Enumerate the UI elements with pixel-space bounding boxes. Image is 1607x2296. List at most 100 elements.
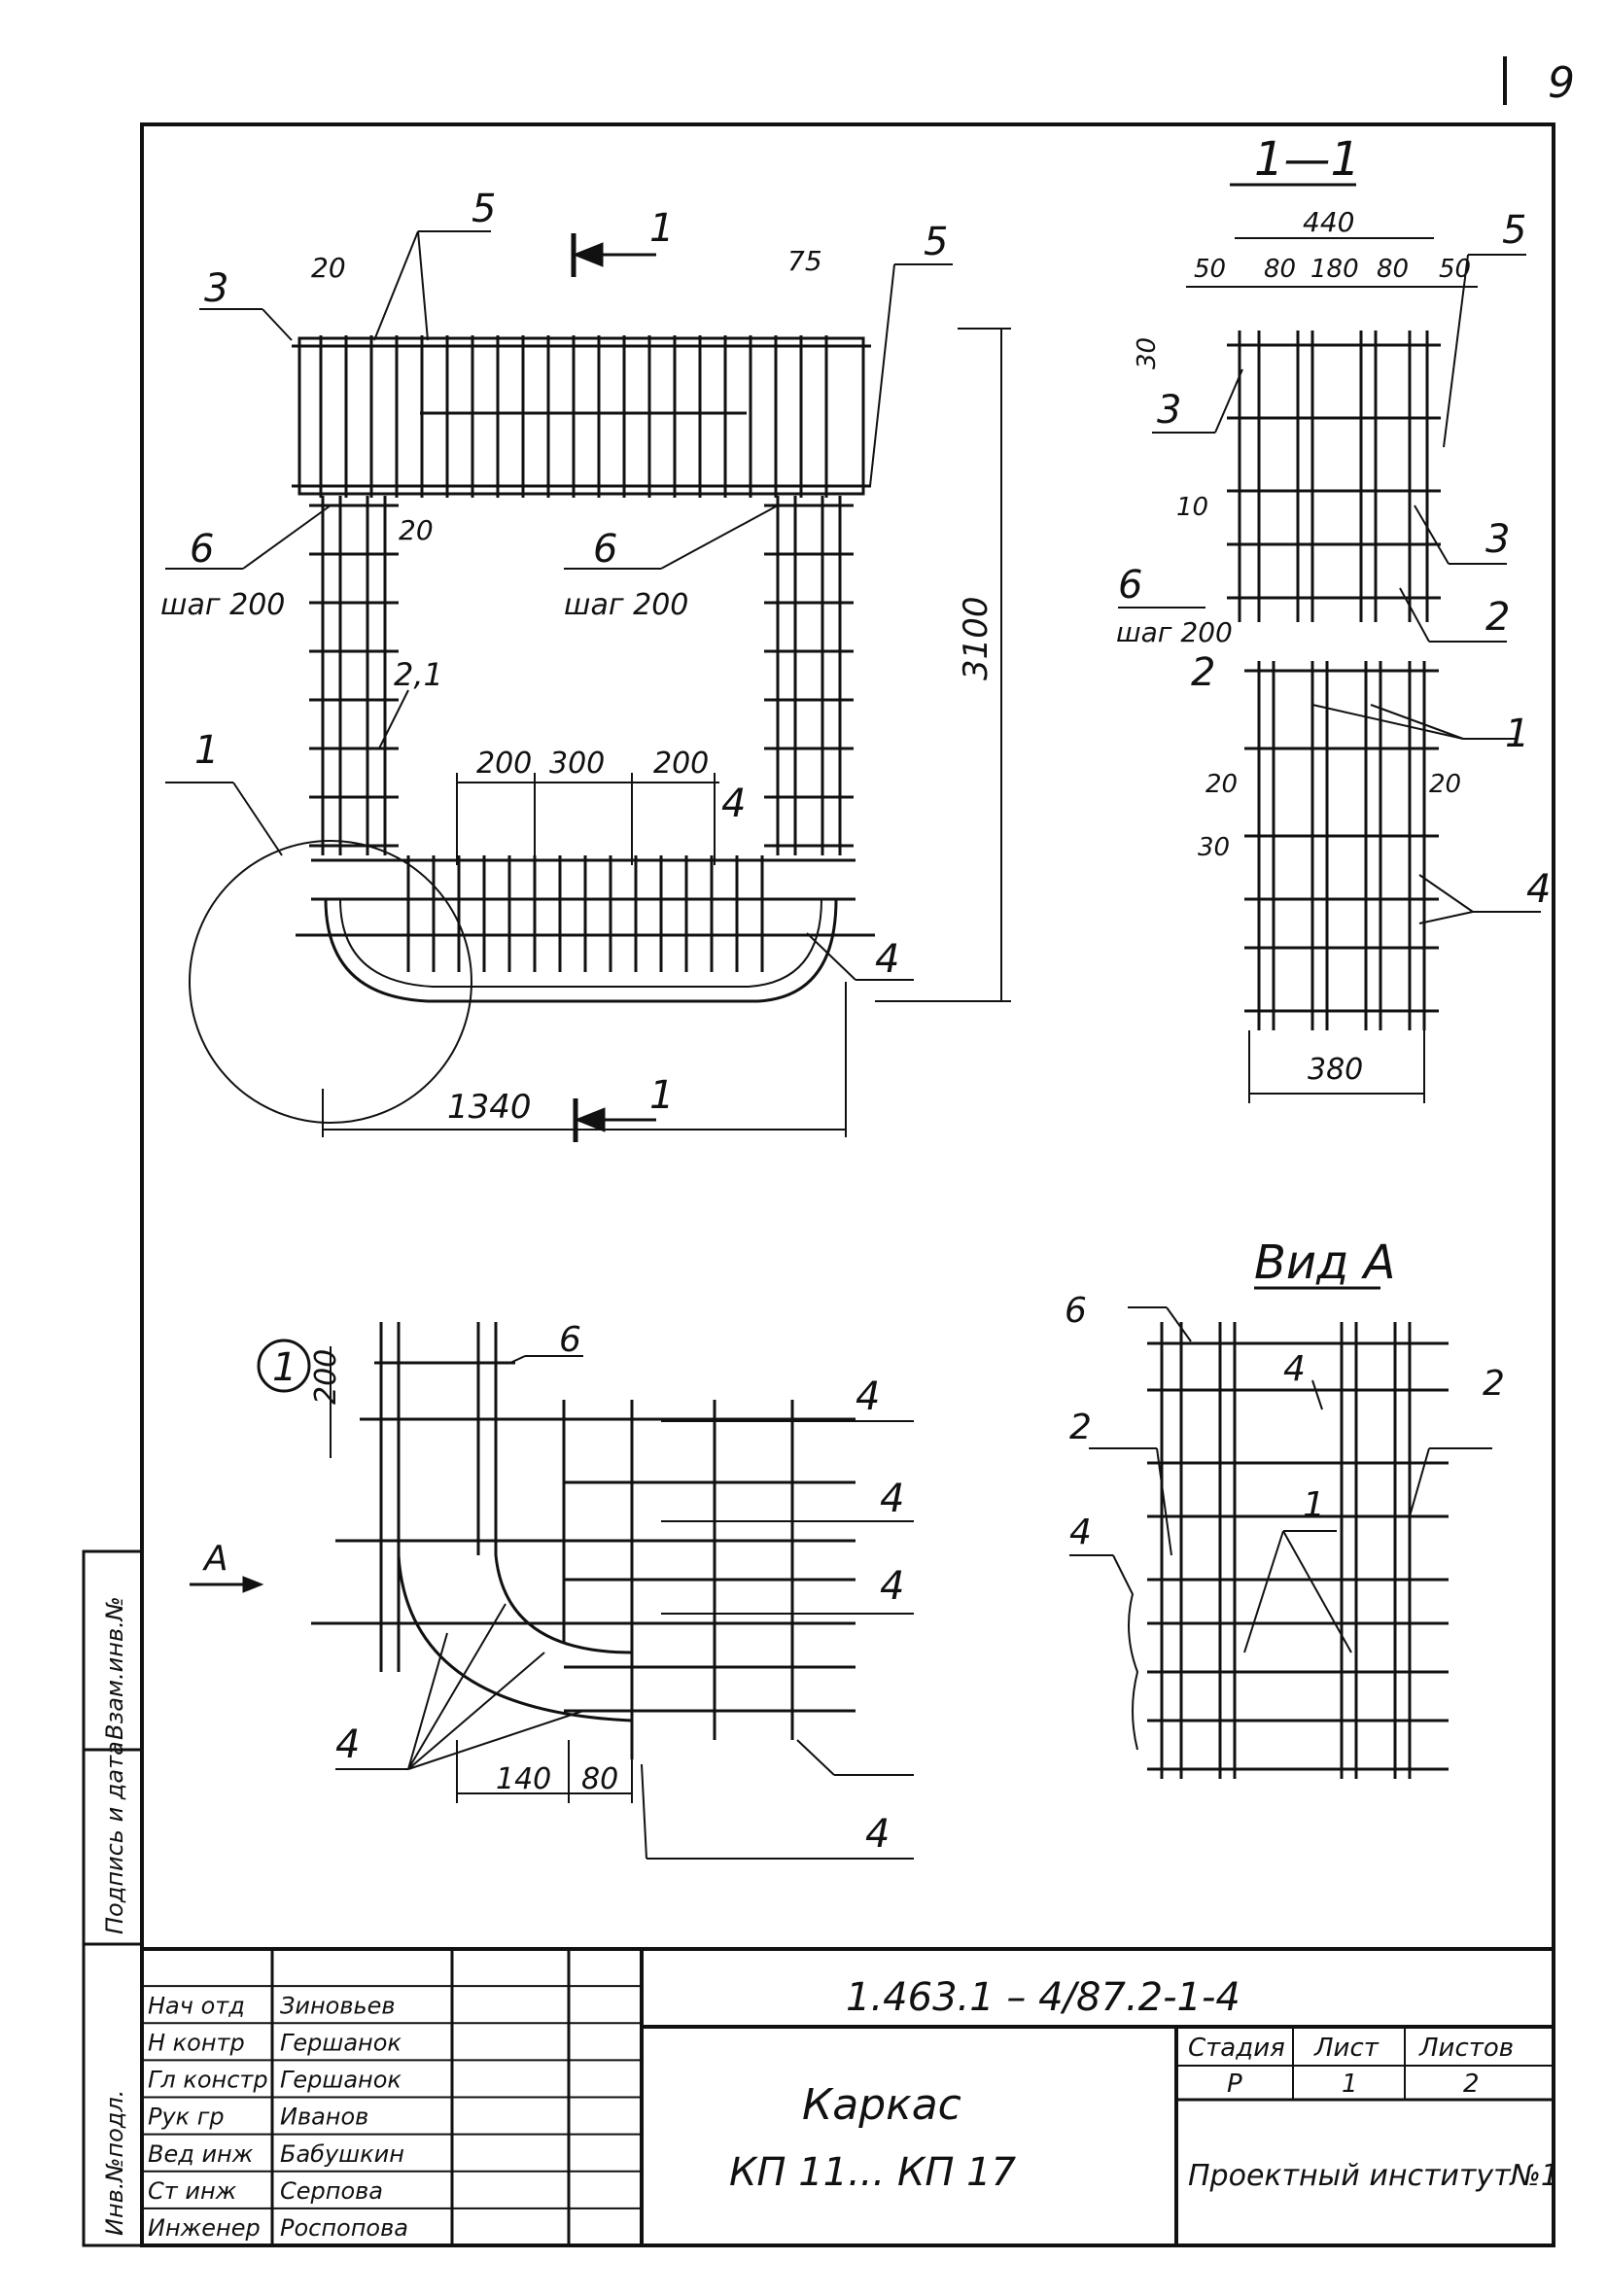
dim-30b: 30	[1198, 833, 1230, 862]
strip-replacement-inv: Взам.инв.№	[101, 1596, 128, 1740]
signature-role: Нач отд	[148, 1992, 245, 2019]
detail-label-4d: 4	[335, 1722, 360, 1767]
left-strip: Инв.№подл. Подпись и дата Взам.инв.№	[82, 1549, 144, 2247]
label-6a: 6	[190, 527, 214, 572]
step-b: шаг 200	[564, 588, 688, 622]
section-view	[1118, 183, 1541, 1103]
view-a-labels: Вид А 6 4 4 2 2 1	[1065, 1235, 1505, 1552]
signature-role: Вед инж	[148, 2140, 254, 2168]
sec-label-6: 6	[1118, 563, 1142, 608]
drawing-code: 1.463.1 – 4/87.2-1-4	[846, 1975, 1240, 2020]
view-a	[1069, 1286, 1492, 1779]
strip-inv-no: Инв.№подл.	[101, 2090, 128, 2236]
sec-step: шаг 200	[1116, 616, 1233, 648]
detail-label-4b: 4	[880, 1477, 904, 1521]
label-4a: 4	[721, 782, 746, 826]
main-view	[165, 230, 1011, 1142]
dim-180: 180	[1310, 255, 1359, 284]
arrow-a: А	[202, 1539, 228, 1579]
dim-20b-sec: 20	[1429, 770, 1461, 799]
signature-name: Гершанок	[280, 2029, 402, 2056]
label-1: 1	[194, 728, 219, 773]
stage-value: Р	[1227, 2070, 1242, 2099]
label-4b: 4	[875, 937, 899, 982]
title-line1: Каркас	[802, 2080, 961, 2130]
section-title: 1—1	[1254, 132, 1360, 187]
dim-50b: 50	[1439, 255, 1471, 284]
viewa-label-2b: 2	[1483, 1364, 1505, 1404]
dim-200a: 200	[476, 747, 532, 781]
dim-300: 300	[549, 747, 605, 781]
section-mark-bottom: 1	[649, 1073, 674, 1118]
dim-30a: 30	[1133, 337, 1162, 369]
signature-role: Н контр	[148, 2029, 245, 2056]
section-view-labels: 1—1 440 50 80 180 80 50 30 10 20 20 30 3…	[1116, 132, 1551, 1087]
detail-dim-140: 140	[496, 1762, 551, 1796]
sheets-value: 2	[1463, 2070, 1480, 2099]
sheet-number: 9	[1548, 58, 1575, 108]
signature-name: Гершанок	[280, 2067, 402, 2094]
title-line2: КП 11... КП 17	[729, 2150, 1017, 2195]
sec-label-4: 4	[1526, 867, 1551, 912]
organization: Проектный институт№1	[1188, 2159, 1559, 2193]
dim-20a: 20	[311, 252, 346, 284]
section-mark-top: 1	[649, 206, 674, 251]
detail-label-4c: 4	[880, 1564, 904, 1609]
signature-role: Инженер	[148, 2214, 261, 2242]
detail-dim-200: 200	[309, 1349, 343, 1405]
dim-width: 1340	[447, 1088, 532, 1127]
title-block	[142, 1947, 1554, 2245]
sec-label-3b: 3	[1485, 517, 1510, 562]
label-5a: 5	[472, 187, 496, 231]
sec-label-2a: 2	[1485, 595, 1510, 640]
view-a-title: Вид А	[1254, 1235, 1395, 1290]
detail-label-4a: 4	[856, 1374, 880, 1419]
sec-label-3a: 3	[1157, 388, 1181, 433]
dim-20b: 20	[399, 514, 434, 546]
detail-label-4e: 4	[865, 1812, 890, 1857]
viewa-label-4b: 4	[1069, 1513, 1092, 1552]
viewa-label-2a: 2	[1069, 1408, 1092, 1447]
sec-label-1: 1	[1505, 712, 1529, 756]
detail-label-6: 6	[559, 1320, 581, 1360]
detail-view	[190, 1322, 914, 1860]
signature-name: Иванов	[280, 2104, 368, 2131]
label-6b: 6	[593, 527, 617, 572]
strip-signature-date: Подпись и дата	[101, 1741, 128, 1934]
viewa-label-4a: 4	[1283, 1349, 1306, 1389]
detail-view-labels: 1 А 200 140 80 6 4 4 4 4 4	[202, 1320, 904, 1857]
signature-name: Зиновьев	[280, 1992, 396, 2019]
step-a: шаг 200	[160, 588, 285, 622]
signature-name: Серпова	[280, 2177, 383, 2205]
signature-name: Бабушкин	[280, 2140, 404, 2168]
title-block-text: 1.463.1 – 4/87.2-1-4 Каркас КП 11... КП …	[148, 1975, 1559, 2242]
sheets-header: Листов	[1418, 2034, 1514, 2063]
dim-height: 3100	[957, 596, 996, 680]
label-2-1: 2,1	[394, 656, 443, 693]
signature-role: Рук гр	[148, 2104, 225, 2131]
dim-440: 440	[1303, 206, 1354, 238]
dim-75: 75	[787, 245, 822, 277]
detail-dim-80: 80	[581, 1762, 618, 1796]
dim-10: 10	[1176, 493, 1208, 522]
sheet-header: Лист	[1313, 2034, 1380, 2063]
sec-label-5: 5	[1502, 208, 1526, 253]
dim-50a: 50	[1194, 255, 1226, 284]
stage-header: Стадия	[1188, 2034, 1285, 2063]
signature-role: Гл констр	[148, 2067, 268, 2094]
dim-80b: 80	[1377, 255, 1409, 284]
signature-role: Ст инж	[148, 2177, 237, 2205]
dim-80a: 80	[1264, 255, 1296, 284]
sec-label-2b: 2	[1191, 650, 1215, 695]
sheet-value: 1	[1342, 2070, 1358, 2099]
signature-name: Роспопова	[280, 2214, 408, 2242]
dim-380: 380	[1308, 1053, 1363, 1087]
viewa-label-1: 1	[1303, 1485, 1325, 1525]
main-view-labels: 1 1 1340 3100 20 20 75 200 300 200 1 2,1…	[160, 187, 996, 1127]
drawing-frame	[140, 122, 1555, 2247]
label-3: 3	[204, 266, 228, 311]
viewa-label-6: 6	[1065, 1291, 1087, 1331]
dim-20a-sec: 20	[1205, 770, 1238, 799]
dim-200b: 200	[653, 747, 709, 781]
